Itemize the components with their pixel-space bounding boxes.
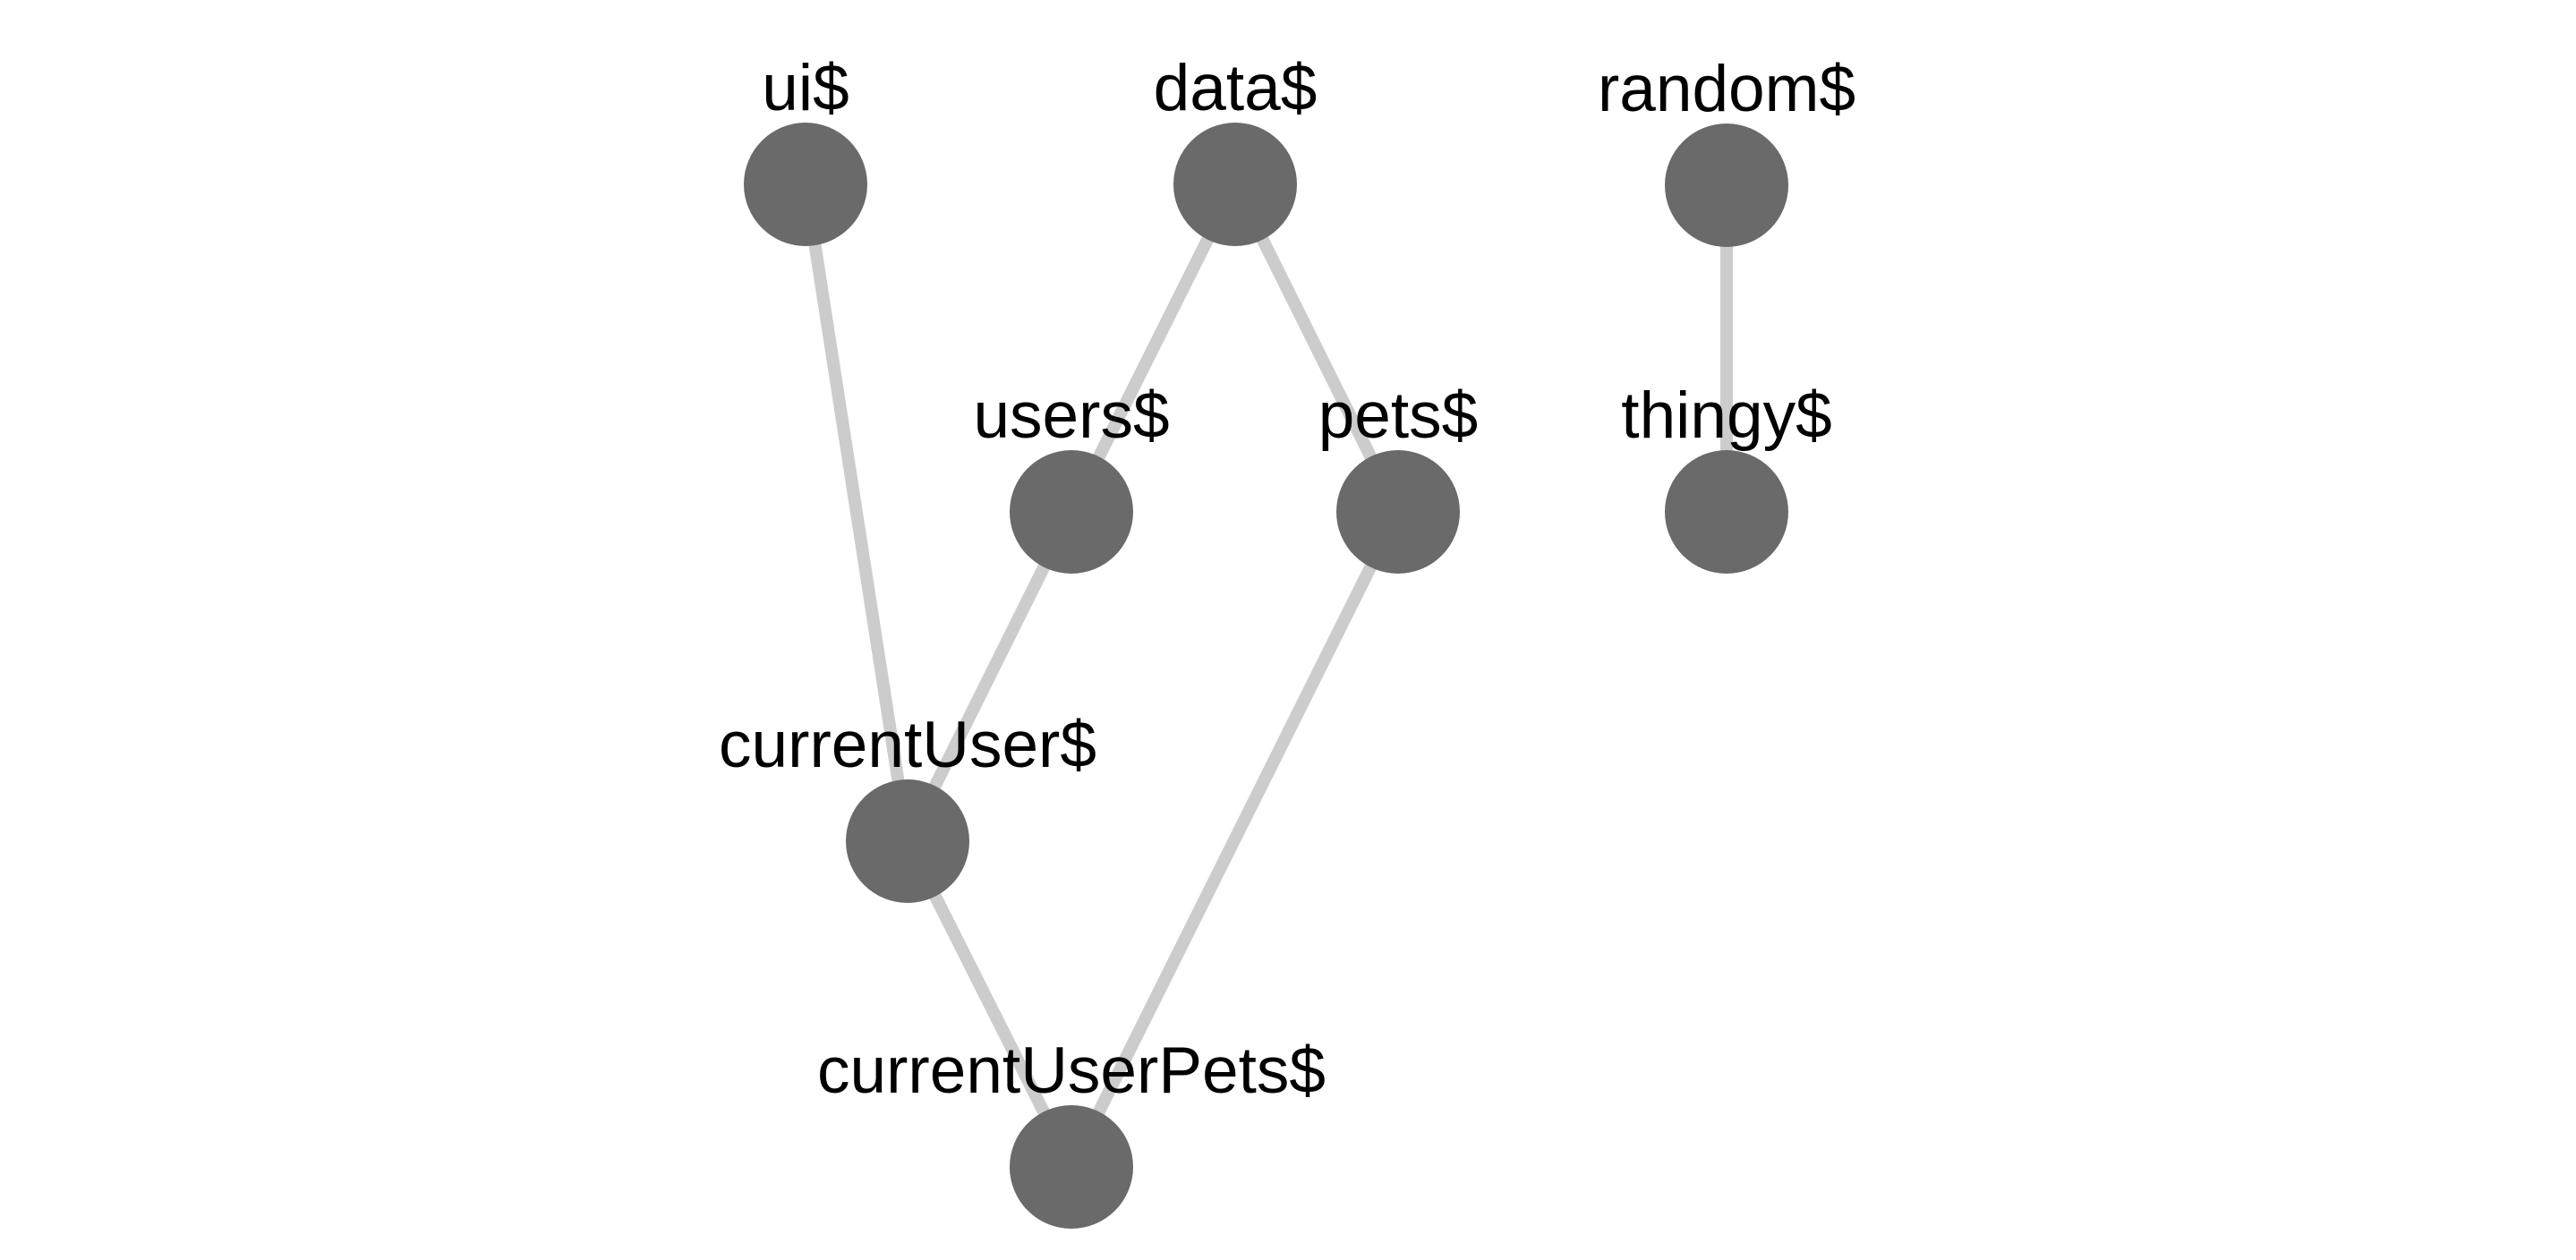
graph-node-thingy[interactable]: [1665, 450, 1788, 574]
node-label-currentUser: currentUser$: [719, 709, 1096, 781]
graph-node-currentUser[interactable]: [846, 779, 969, 903]
edge-pets-to-currentUserPets: [1065, 508, 1404, 1171]
graph-node-ui[interactable]: [744, 123, 867, 246]
node-label-pets: pets$: [1318, 379, 1479, 452]
node-label-data: data$: [1154, 52, 1318, 124]
labels-layer: ui$ data$ random$ users$ pets$ thingy$ current…: [719, 52, 1855, 1107]
graph-node-users[interactable]: [1010, 450, 1133, 574]
edges-layer: [799, 181, 1733, 1171]
graph-node-random[interactable]: [1665, 123, 1788, 247]
node-label-users: users$: [973, 379, 1169, 452]
graph-node-currentUserPets[interactable]: [1010, 1105, 1133, 1229]
nodes-layer: [744, 123, 1788, 1229]
edge-ui-to-currentUser: [799, 183, 914, 843]
node-label-random: random$: [1598, 53, 1855, 125]
node-label-thingy: thingy$: [1621, 379, 1831, 452]
node-label-currentUserPets: currentUserPets$: [817, 1034, 1326, 1107]
graph-node-pets[interactable]: [1336, 450, 1460, 574]
node-label-ui: ui$: [762, 52, 849, 124]
graph-node-data[interactable]: [1173, 123, 1297, 246]
